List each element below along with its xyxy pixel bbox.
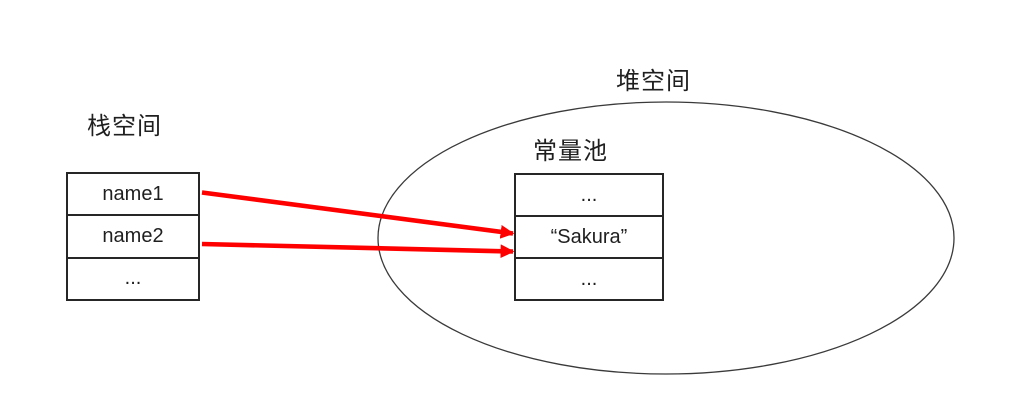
pool-cell-ellipsis-bottom: ... xyxy=(516,257,662,299)
pointer-arrow-name2-to-sakura xyxy=(201,241,515,259)
heap-ellipse xyxy=(377,101,955,375)
stack-cell-name2: name2 xyxy=(68,214,198,256)
heap-space-label: 堆空间 xyxy=(616,68,691,95)
stack-space-label: 栈空间 xyxy=(87,113,162,140)
stack-cell-name1: name1 xyxy=(102,182,164,205)
stack-table: name1 name2 ... xyxy=(66,172,200,301)
pointer-arrow-name1-to-sakura xyxy=(201,190,515,239)
stack-cell-ellipsis: ... xyxy=(68,256,198,299)
constant-pool-label: 常量池 xyxy=(533,138,608,165)
pool-cell-ellipsis-top: ... xyxy=(580,183,598,206)
pool-cell-sakura: “Sakura” xyxy=(516,215,662,257)
constant-pool-table: ... “Sakura” ... xyxy=(514,173,664,301)
